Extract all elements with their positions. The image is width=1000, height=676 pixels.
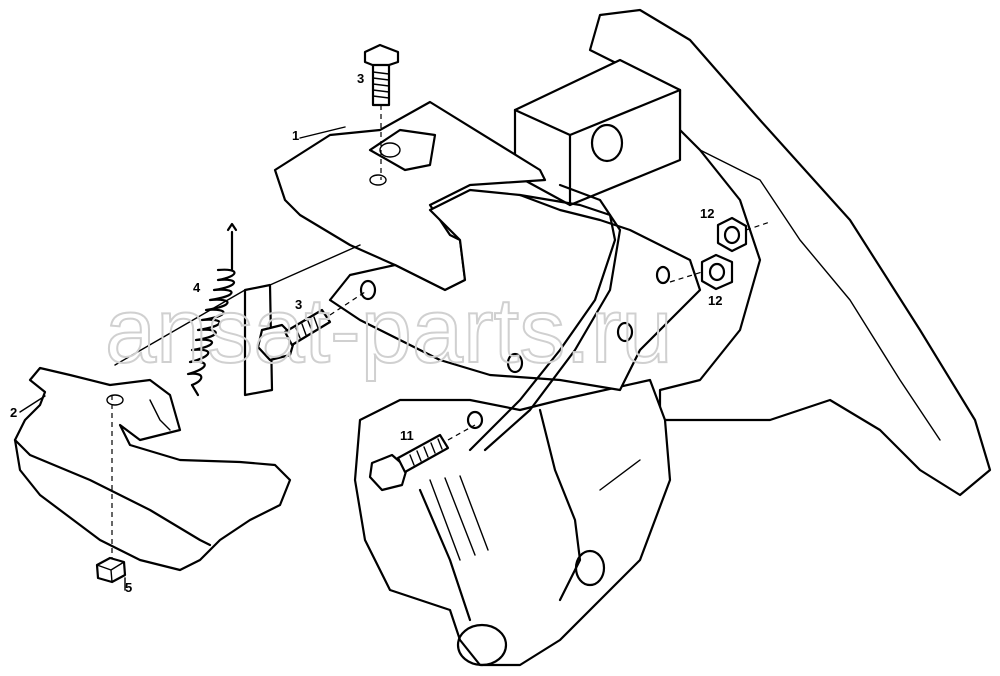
frame-housing xyxy=(353,8,992,667)
part-5-nut xyxy=(95,395,127,584)
mounting-bracket xyxy=(328,183,702,452)
callout-part-2: 2 xyxy=(10,405,17,420)
part-1-plate xyxy=(273,100,547,292)
part-3-top-bolt xyxy=(363,43,400,180)
callout-part-12-upper: 12 xyxy=(700,206,714,221)
part-12-nut-lower xyxy=(669,253,734,291)
part-2-hook-plate xyxy=(13,366,292,572)
support-block xyxy=(114,244,361,397)
part-3-side-bolt xyxy=(256,291,366,362)
watermark-text: ansat-parts.ru xyxy=(105,280,673,382)
callout-part-3-top: 3 xyxy=(357,71,364,86)
leader-lines xyxy=(19,126,346,591)
callout-part-3-side: 3 xyxy=(295,297,302,312)
callout-part-5: 5 xyxy=(125,580,132,595)
callout-part-12-lower: 12 xyxy=(708,293,722,308)
part-4-spring xyxy=(186,222,238,397)
callout-part-4: 4 xyxy=(193,280,201,295)
part-11-bolt xyxy=(368,424,476,492)
part-12-nut-upper xyxy=(716,216,771,253)
callout-part-11: 11 xyxy=(400,428,414,443)
callout-part-1: 1 xyxy=(292,128,299,143)
